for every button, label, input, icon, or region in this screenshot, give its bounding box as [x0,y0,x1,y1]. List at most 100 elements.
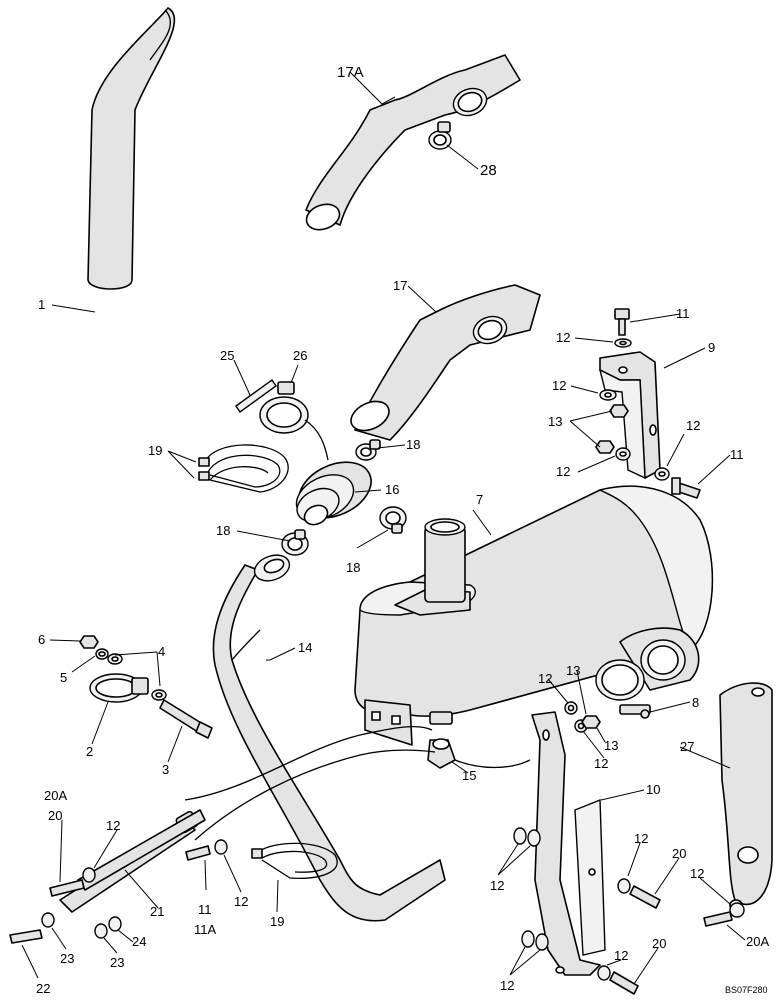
bolt-part-20-left [49,879,85,897]
label-20-bottom: 20 [652,936,666,951]
label-12-pair-a: 12 [490,878,504,893]
label-13-bracket: 13 [548,414,562,429]
washer-part-23-a [41,912,55,928]
label-11-right: 11 [730,447,744,462]
bolt-part-11-lower [185,845,211,861]
washer-part-12-10d [597,965,611,981]
label-12-10-b: 12 [594,756,608,771]
label-12-10-c: 12 [634,831,648,846]
flex-coupler-part-16 [295,461,372,526]
bolt-part-20a-right [703,911,733,927]
label-12-21: 12 [106,818,120,833]
hose-clamp-part-18-top [355,439,381,461]
part-labels: 1 17A 28 17 25 26 19 18 16 18 18 7 11 9 … [36,64,769,996]
label-10: 10 [646,782,660,797]
label-28: 28 [480,162,497,179]
tag-part-25 [235,379,277,413]
washer-part-12-9b [615,447,631,461]
label-24: 24 [132,934,146,949]
label-17a: 17A [337,64,364,81]
label-26: 26 [293,348,307,363]
bracket-part-10 [531,711,606,976]
drawing-code: BS07F280 [725,985,768,995]
label-27: 27 [680,739,694,754]
wire-clamp-part-19-lower [251,842,338,879]
label-3: 3 [162,762,169,777]
label-12-top: 12 [556,330,570,345]
washer-part-12-21 [82,867,96,883]
washer-part-12-10c [617,878,631,894]
label-12-27: 12 [690,866,704,881]
label-23-a: 23 [60,951,74,966]
label-19-lower: 19 [270,914,284,929]
label-12-pair-b: 12 [500,978,514,993]
label-12-10-d: 12 [614,948,628,963]
washer-part-12-lower [214,839,228,855]
label-20a-right: 20A [746,934,769,949]
strap-part-21 [59,809,206,913]
elbow-fitting-part-15 [427,738,456,769]
bracket-part-27 [719,682,773,911]
label-20-right: 20 [672,846,686,861]
label-12-lower: 12 [234,894,248,909]
label-12-bracket-c: 12 [686,418,700,433]
label-11-top: 11 [676,306,690,321]
bolt-part-20-bottom [609,971,639,995]
label-23-b: 23 [110,955,124,970]
nut-part-13-a [609,404,629,418]
bolt-part-3 [159,699,213,739]
label-20-left: 20 [48,808,62,823]
label-18-left: 18 [216,523,230,538]
stack-pipe-part-1 [87,7,176,290]
leader-lines [21,71,746,985]
washers-part-12-pair-b [521,930,549,951]
band-clamp-part-8 [595,659,651,719]
bolt-part-11-top [614,308,630,336]
label-6: 6 [38,632,45,647]
u-clamp-part-2 [89,673,149,703]
bolt-part-20-right [629,885,661,909]
label-16: 16 [385,482,399,497]
label-12-bracket-b: 12 [556,464,570,479]
label-1: 1 [38,297,45,312]
washer-part-23-b [94,923,108,939]
hose-clamp-part-18-mid [379,506,407,534]
label-4: 4 [158,644,165,659]
label-14: 14 [298,640,312,655]
hose-clamp-part-28 [428,121,452,150]
label-20a-left: 20A [44,788,67,803]
label-21: 21 [150,904,164,919]
washer-part-4-b [151,689,167,701]
label-11-lower: 11 [198,902,212,917]
label-22: 22 [36,981,50,996]
label-18-top: 18 [406,437,420,452]
upper-elbow-pipe-part-17a [305,54,521,231]
label-12-10-a: 12 [538,671,552,686]
label-13-10-b: 13 [604,738,618,753]
tail-pipe-part-14 [212,554,446,922]
nut-part-13-b [595,440,615,454]
muffler-part-7 [354,485,714,746]
wire-harness [184,725,531,841]
label-2: 2 [86,744,93,759]
washer-part-12-top [614,338,632,348]
washer-part-24 [108,916,122,932]
label-13-10-a: 13 [566,663,580,678]
washer-part-5 [95,648,109,660]
label-7: 7 [476,492,483,507]
label-19-upper: 19 [148,443,162,458]
washer-part-12-9c [654,467,670,481]
washer-part-12-10a [564,701,578,715]
bolt-part-22 [9,929,43,944]
washer-part-12-27 [729,902,745,918]
hose-clamp-part-18-left [281,529,309,556]
label-5: 5 [60,670,67,685]
nut-part-13-c [581,715,601,729]
washers-part-12-pair-a [513,827,541,847]
label-18-mid: 18 [346,560,360,575]
nut-part-6 [79,635,99,649]
label-9: 9 [708,340,715,355]
label-8: 8 [692,695,699,710]
washer-part-12-9a [599,389,617,401]
